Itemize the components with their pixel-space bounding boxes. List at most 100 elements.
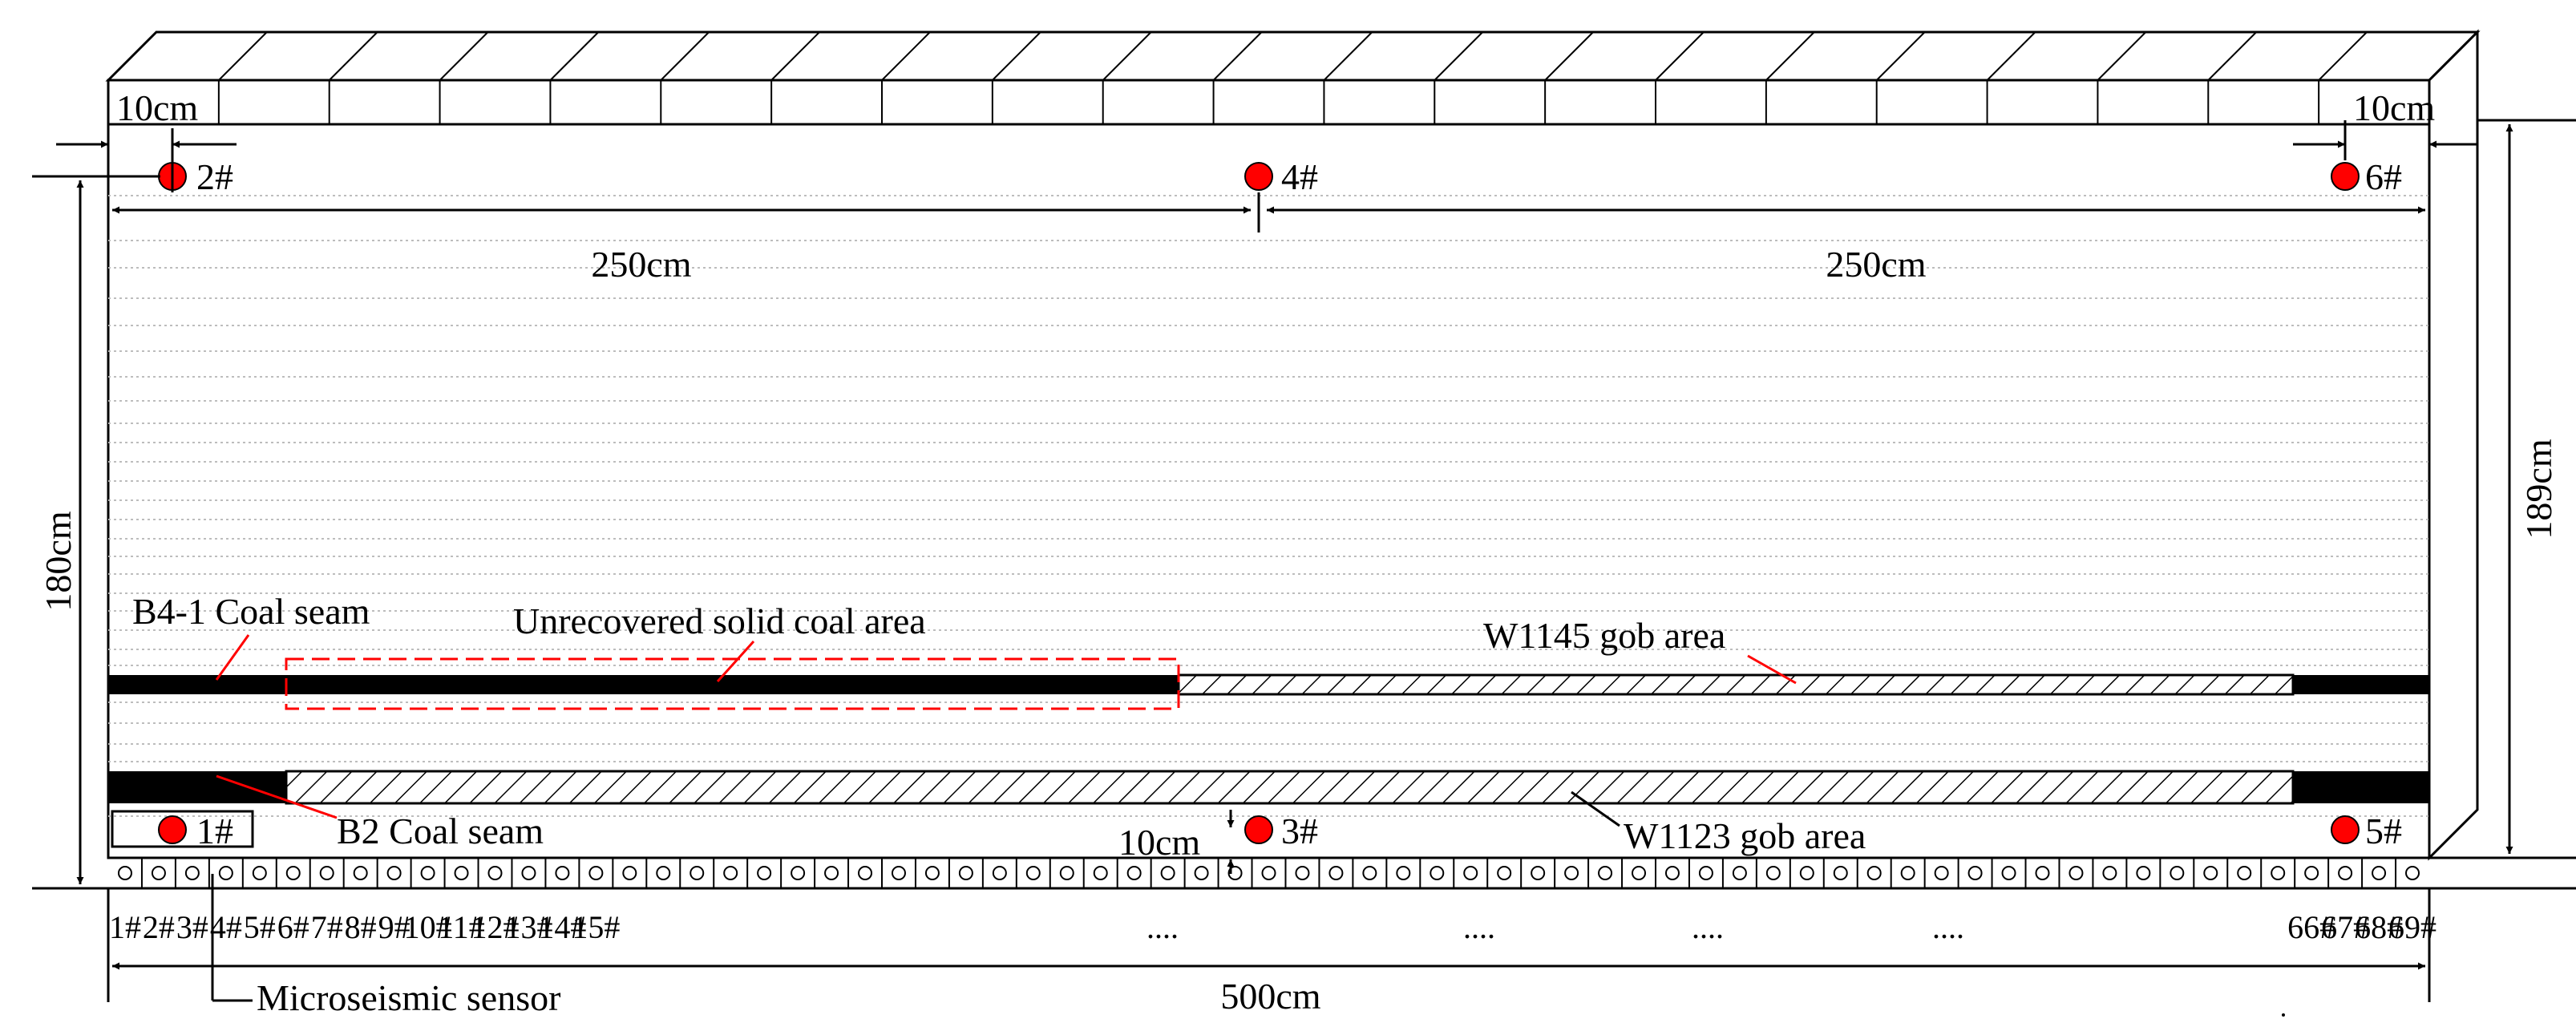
microseismic-sensor <box>1598 866 1613 880</box>
microseismic-sensor <box>1967 866 1983 880</box>
slab-diagonal <box>881 31 931 81</box>
point-1 <box>158 815 187 844</box>
microseismic-sensor <box>924 866 940 880</box>
microseismic-sensor <box>1531 866 1546 880</box>
b2-callout <box>216 774 338 819</box>
microseismic-sensor <box>656 866 671 880</box>
sensor-label: 8# <box>345 909 377 945</box>
left-span-label: 250cm <box>591 244 691 285</box>
microseismic-sensor <box>757 866 772 880</box>
microseismic-sensor <box>1396 866 1411 880</box>
microseismic-sensor <box>1261 866 1276 880</box>
sensor-label: 66# <box>2287 909 2335 945</box>
microseismic-sensor <box>218 866 233 880</box>
microseismic-sensor-row <box>117 858 2420 888</box>
sensor-ellipsis: .... <box>1146 909 1179 945</box>
point-6-label: 6# <box>2365 156 2402 197</box>
height-180-label: 180cm <box>38 511 79 611</box>
microseismic-sensor <box>824 866 839 880</box>
microseismic-sensor <box>1328 866 1344 880</box>
sensor-label: 7# <box>311 909 343 945</box>
b2-coal-right <box>2293 771 2429 803</box>
top-slab-front <box>107 79 2431 126</box>
unrecovered-label: Unrecovered solid coal area <box>513 600 926 641</box>
slab-diagonal <box>1434 31 1483 81</box>
slab-diagonal <box>1212 31 1263 81</box>
height-189-dimension: 189cm <box>2477 119 2576 854</box>
slab-diagonal <box>218 31 268 81</box>
sensor-label: 15# <box>572 909 620 945</box>
slab-diagonal <box>1323 31 1373 81</box>
sensor-label: 10# <box>404 909 452 945</box>
sensor-label: 3# <box>176 909 208 945</box>
right-offset-label: 10cm <box>2353 87 2435 128</box>
point-4-label: 4# <box>1281 156 1318 197</box>
sensor-label: 13# <box>504 909 552 945</box>
microseismic-sensor <box>1833 866 1848 880</box>
microseismic-sensor <box>2068 866 2084 880</box>
microseismic-sensor <box>386 866 402 880</box>
microseismic-sensor <box>1732 866 1747 880</box>
sensor-label: 4# <box>210 909 242 945</box>
microseismic-sensor <box>353 866 368 880</box>
height-189-label: 189cm <box>2518 439 2559 539</box>
microseismic-sensor <box>1227 866 1243 880</box>
microseismic-sensor <box>1362 866 1377 880</box>
microseismic-sensor <box>252 866 267 880</box>
sensor-label: 1# <box>109 909 141 945</box>
b41-seam-label: B4-1 Coal seam <box>132 591 370 632</box>
microseismic-sensor <box>1194 866 1209 880</box>
microseismic-sensor <box>858 866 873 880</box>
sensor-labels: 1#2#3#4#5#6#7#8#9#10#11#12#13#14#15#66#6… <box>109 909 2436 945</box>
unrecovered-box <box>285 657 1180 710</box>
microseismic-sensor <box>117 866 132 880</box>
slab-diagonal <box>1876 31 1926 81</box>
b2-coal-left <box>108 771 286 803</box>
microseismic-sensor <box>2001 866 2016 880</box>
sensor-label: 9# <box>378 909 410 945</box>
microseismic-sensor <box>723 866 738 880</box>
slab-diagonal <box>1986 31 2036 81</box>
point-5 <box>2331 815 2360 844</box>
microseismic-sensor <box>1564 866 1579 880</box>
microseismic-sensor <box>2304 866 2319 880</box>
microseismic-sensor <box>2035 866 2050 880</box>
unrecovered-callout <box>716 640 755 683</box>
slab-diagonal <box>1655 31 1705 81</box>
b2-seam <box>108 770 2429 805</box>
microseismic-sensor <box>2136 866 2151 880</box>
point-3-label: 3# <box>1281 811 1318 851</box>
sensor-label: 11# <box>438 909 485 945</box>
microseismic-sensor <box>958 866 973 880</box>
microseismic-sensor <box>1126 866 1142 880</box>
microseismic-sensor <box>2271 866 2286 880</box>
microseismic-sensor <box>184 866 200 880</box>
microseismic-sensor <box>1934 866 1949 880</box>
sensor-caption: Microseismic sensor <box>257 977 560 1018</box>
microseismic-sensor <box>2170 866 2185 880</box>
microseismic-sensor <box>1900 866 1915 880</box>
microseismic-sensor <box>2203 866 2218 880</box>
microseismic-sensor <box>622 866 637 880</box>
w1123-gob-area <box>285 770 2295 805</box>
span-dimensions: 250cm 250cm <box>112 192 2425 285</box>
slab-diagonal <box>2428 31 2478 81</box>
microseismic-sensor <box>791 866 806 880</box>
width-500-label: 500cm <box>1220 976 1320 1017</box>
sensor-label: 69# <box>2388 909 2436 945</box>
sensor-label: 67# <box>2321 909 2369 945</box>
slab-diagonal <box>2207 31 2257 81</box>
right-side-face <box>2428 29 2479 861</box>
slab-diagonal <box>770 31 820 81</box>
width-500-dimension: 500cm <box>107 888 2431 1017</box>
slab-diagonal <box>549 31 600 81</box>
sensor-label: 2# <box>143 909 175 945</box>
microseismic-sensor <box>689 866 705 880</box>
microseismic-sensor <box>285 866 301 880</box>
microseismic-sensor <box>2372 866 2387 880</box>
point-1-box <box>111 810 254 848</box>
microseismic-sensor <box>2405 866 2420 880</box>
sensor-label: 12# <box>471 909 520 945</box>
sensor-offset-dimension: 10cm <box>1118 810 1235 874</box>
sensor-offset-label: 10cm <box>1118 822 1200 863</box>
